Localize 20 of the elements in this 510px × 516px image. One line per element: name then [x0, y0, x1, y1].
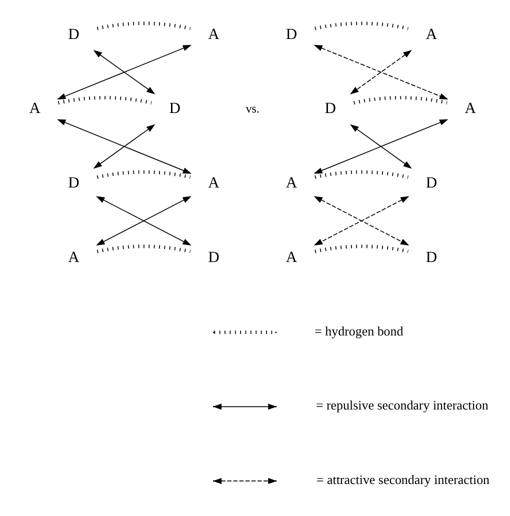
- node-text: D: [286, 26, 298, 43]
- legend-label: = repulsive secondary interaction: [316, 398, 488, 413]
- node-text: D: [426, 248, 438, 266]
- node-text: A: [208, 174, 220, 192]
- node-text: A: [464, 100, 476, 118]
- node-text: A: [68, 248, 80, 266]
- node-text: D: [324, 100, 336, 118]
- legend-label: = attractive secondary interaction: [316, 472, 490, 488]
- node-text: A: [208, 26, 220, 43]
- node-text: A: [286, 248, 298, 266]
- node-text: A: [426, 26, 438, 43]
- node-text: D: [68, 26, 80, 43]
- legend-label: = hydrogen bond: [314, 323, 404, 338]
- node-text: D: [169, 100, 180, 118]
- node-text: D: [208, 248, 220, 266]
- node-text: D: [68, 174, 80, 192]
- node-text: A: [29, 100, 40, 118]
- label: vs.: [246, 102, 260, 116]
- node-text: A: [286, 174, 298, 192]
- node-text: D: [426, 174, 438, 192]
